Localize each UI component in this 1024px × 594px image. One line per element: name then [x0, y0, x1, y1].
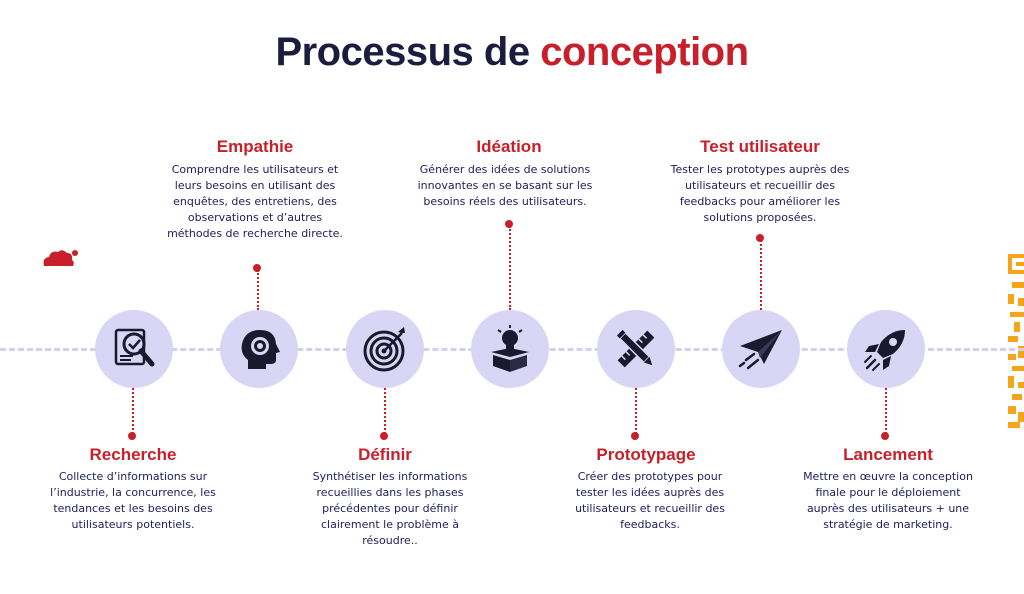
step-title-recherche: Recherche — [89, 445, 177, 464]
step-title-lancement: Lancement — [843, 445, 933, 464]
step-desc-empathie: Comprendre les utilisateurs et leurs bes… — [167, 163, 343, 240]
step-circle-definir — [346, 310, 424, 388]
research-magnifier-icon — [114, 328, 155, 367]
step-desc-ideation: Générer des idées de solutions innovante… — [417, 163, 593, 208]
cloud-logo-icon — [43, 250, 78, 266]
qr-code-fragment — [1008, 254, 1024, 428]
connector-test — [760, 240, 762, 310]
dot-recherche — [128, 432, 136, 440]
step-title-empathie: Empathie — [216, 137, 294, 156]
dot-empathie — [253, 264, 261, 272]
lightbulb-box-icon — [491, 325, 529, 372]
step-circle-empathie — [220, 310, 298, 388]
step-circle-prototypage — [597, 310, 675, 388]
connector-recherche — [132, 388, 134, 434]
connector-lancement — [885, 388, 887, 434]
dot-prototypage — [631, 432, 639, 440]
step-desc-definir: Synthétiser les informations recueillies… — [312, 470, 468, 547]
dot-ideation — [505, 220, 513, 228]
step-desc-lancement: Mettre en œuvre la conception finale pou… — [803, 470, 973, 531]
dot-test — [756, 234, 764, 242]
step-title-prototypage: Prototypage — [596, 445, 696, 464]
dot-lancement — [881, 432, 889, 440]
step-title-definir: Définir — [358, 445, 412, 464]
step-circle-ideation — [471, 310, 549, 388]
paper-plane-icon — [738, 330, 782, 370]
connector-ideation — [509, 226, 511, 310]
step-desc-recherche: Collecte d’informations sur l’industrie,… — [50, 470, 216, 531]
dot-definir — [380, 432, 388, 440]
connector-empathie — [257, 270, 259, 310]
step-desc-prototypage: Créer des prototypes pour tester les idé… — [575, 470, 725, 531]
step-desc-test: Tester les prototypes auprès des utilisa… — [670, 163, 850, 224]
step-circle-test — [722, 310, 800, 388]
step-title-ideation: Idéation — [476, 137, 542, 156]
target-icon — [363, 327, 405, 372]
pencil-ruler-icon — [616, 329, 655, 368]
title-main: Processus de — [275, 30, 530, 74]
step-circle-lancement — [847, 310, 925, 388]
connector-prototypage — [635, 388, 637, 434]
step-circle-recherche — [95, 310, 173, 388]
title-accent: conception — [540, 30, 749, 74]
step-title-test: Test utilisateur — [700, 137, 820, 156]
connector-definir — [384, 388, 386, 434]
rocket-icon — [864, 330, 905, 371]
page-title: Processus de conception — [0, 30, 1024, 75]
head-gear-icon — [241, 330, 280, 369]
